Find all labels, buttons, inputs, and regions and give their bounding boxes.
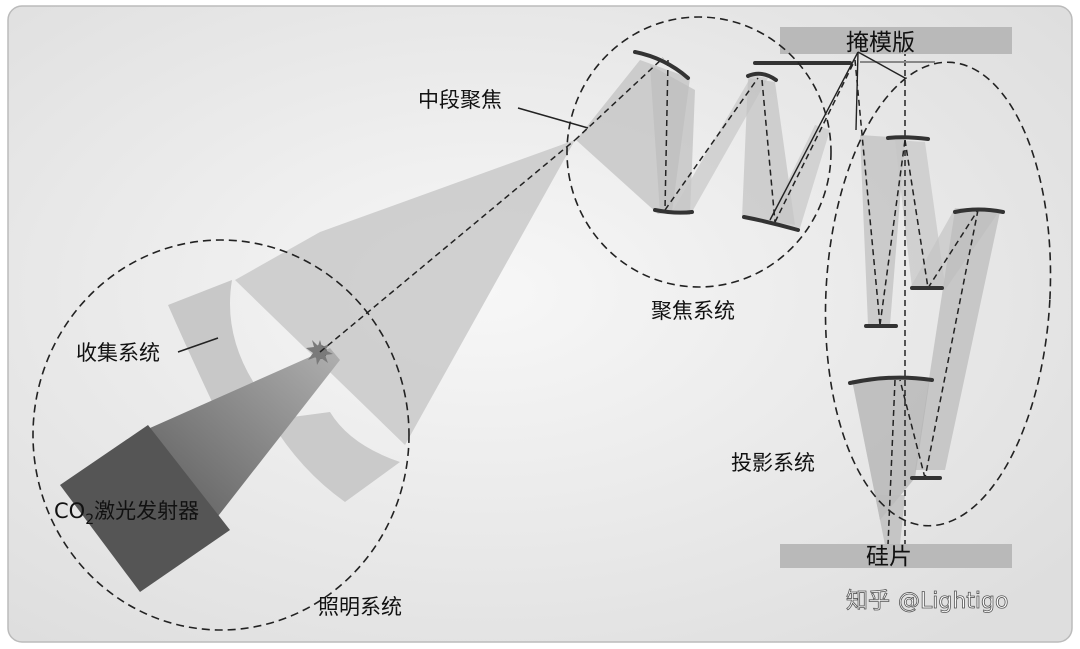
wafer-label: 硅片	[866, 544, 912, 570]
focus-beam-2	[650, 65, 695, 215]
watermark-brand: 知乎	[846, 589, 890, 614]
focus-beam-5	[768, 125, 830, 228]
projection-mirrors	[848, 135, 1005, 480]
proj-mirror-4	[953, 207, 1005, 214]
proj-mirror-1	[886, 135, 930, 141]
collector-beam-cone	[235, 140, 575, 445]
wafer-plate	[780, 544, 1012, 568]
focus-mirror-3	[746, 71, 778, 82]
mask-plate	[780, 27, 1012, 54]
mask-pointer-lines	[769, 51, 906, 221]
co2-laser-box	[60, 425, 230, 592]
collector-mirrors	[168, 280, 400, 502]
collector-mirror-bottom	[270, 412, 400, 502]
focusing-system-label: 聚焦系统	[651, 299, 735, 323]
light-beams	[235, 60, 1000, 545]
focusing-system-outline	[566, 16, 832, 288]
focus-mirror-4	[742, 215, 800, 232]
proj-beam-1	[860, 135, 905, 325]
focusing-mirrors	[633, 50, 852, 232]
watermark-handle: @Lightigo	[898, 589, 1008, 614]
illumination-system-outline	[32, 239, 410, 631]
co2-laser-label-rest: 激光发射器	[94, 499, 199, 523]
focus-mirror-2	[653, 208, 694, 215]
proj-beam-6	[875, 495, 905, 545]
intermediate-focus-pointer	[517, 107, 589, 129]
collection-system-label: 收集系统	[76, 341, 160, 365]
mask-label: 掩模版	[846, 30, 915, 56]
illumination-system-label: 照明系统	[318, 595, 402, 619]
co2-laser-label-co: CO	[54, 499, 85, 523]
projection-system-label: 投影系统	[731, 451, 815, 475]
proj-beam-4	[915, 210, 1000, 470]
proj-beam-5	[852, 378, 930, 520]
focus-mirror-1	[633, 50, 690, 80]
laser-beam-cone	[150, 348, 340, 520]
co2-laser-label: CO2激光发射器	[54, 499, 199, 528]
intermediate-focus-label: 中段聚焦	[418, 88, 502, 112]
projection-system-outline	[824, 61, 1052, 527]
co2-laser-label-sub: 2	[85, 512, 94, 528]
collector-mirror-left	[168, 280, 262, 408]
dashed-rays	[319, 40, 979, 546]
focus-beam-3	[672, 75, 768, 212]
proj-mirror-5	[848, 375, 934, 385]
collection-system-pointer	[177, 337, 219, 353]
subsystem-outlines	[32, 16, 1052, 631]
